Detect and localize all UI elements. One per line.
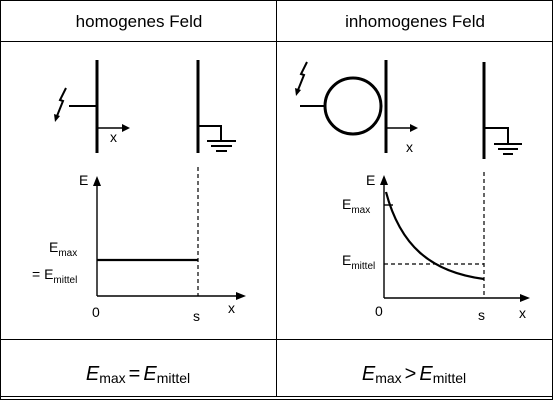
left-x-axis-arrow bbox=[236, 292, 246, 300]
left-gap-label: s bbox=[193, 308, 200, 324]
right-field-curve bbox=[384, 191, 485, 281]
left-field-plot: E x 0 s Emax = Emittel bbox=[32, 167, 246, 324]
left-y-axis-arrow bbox=[93, 176, 101, 186]
left-x-arrow-head bbox=[122, 124, 130, 132]
right-y-axis-arrow bbox=[380, 175, 388, 185]
header-inhomogeneous-field: inhomogenes Feld bbox=[345, 12, 485, 31]
right-origin-label: 0 bbox=[375, 303, 383, 319]
right-x-arrow-head bbox=[410, 124, 418, 132]
right-emittel-label: Emittel bbox=[342, 252, 375, 272]
right-field-plot: E x 0 s Emax Emittel bbox=[342, 172, 530, 323]
right-electrode-x-label: x bbox=[406, 139, 413, 155]
left-emittel-label: = Emittel bbox=[32, 266, 77, 286]
right-formula: Emax>Emittel bbox=[362, 363, 466, 386]
left-emax-label: Emax bbox=[49, 239, 77, 259]
lightning-bolt-icon bbox=[297, 61, 308, 91]
left-electrode-x-label: x bbox=[110, 129, 117, 145]
ground-icon bbox=[485, 127, 522, 155]
left-formula: Emax=Emittel bbox=[86, 363, 190, 386]
left-x-axis-label: x bbox=[228, 300, 235, 316]
lightning-bolt-arrow bbox=[295, 88, 301, 96]
right-gap-label: s bbox=[478, 307, 485, 323]
spherical-electrode-icon bbox=[323, 76, 383, 136]
right-emax-label: Emax bbox=[342, 196, 370, 216]
ground-icon bbox=[199, 125, 236, 152]
right-x-axis-arrow bbox=[520, 294, 530, 302]
lightning-bolt-arrow bbox=[54, 114, 60, 122]
left-y-axis-label: E bbox=[79, 172, 88, 188]
right-electrode-arrangement: x bbox=[295, 60, 522, 159]
lightning-bolt-icon bbox=[56, 87, 67, 117]
right-x-axis-label: x bbox=[519, 305, 526, 321]
left-origin-label: 0 bbox=[92, 304, 100, 320]
header-homogeneous-field: homogenes Feld bbox=[76, 12, 203, 31]
left-electrode-arrangement: x bbox=[54, 60, 236, 153]
right-y-axis-label: E bbox=[366, 172, 375, 188]
